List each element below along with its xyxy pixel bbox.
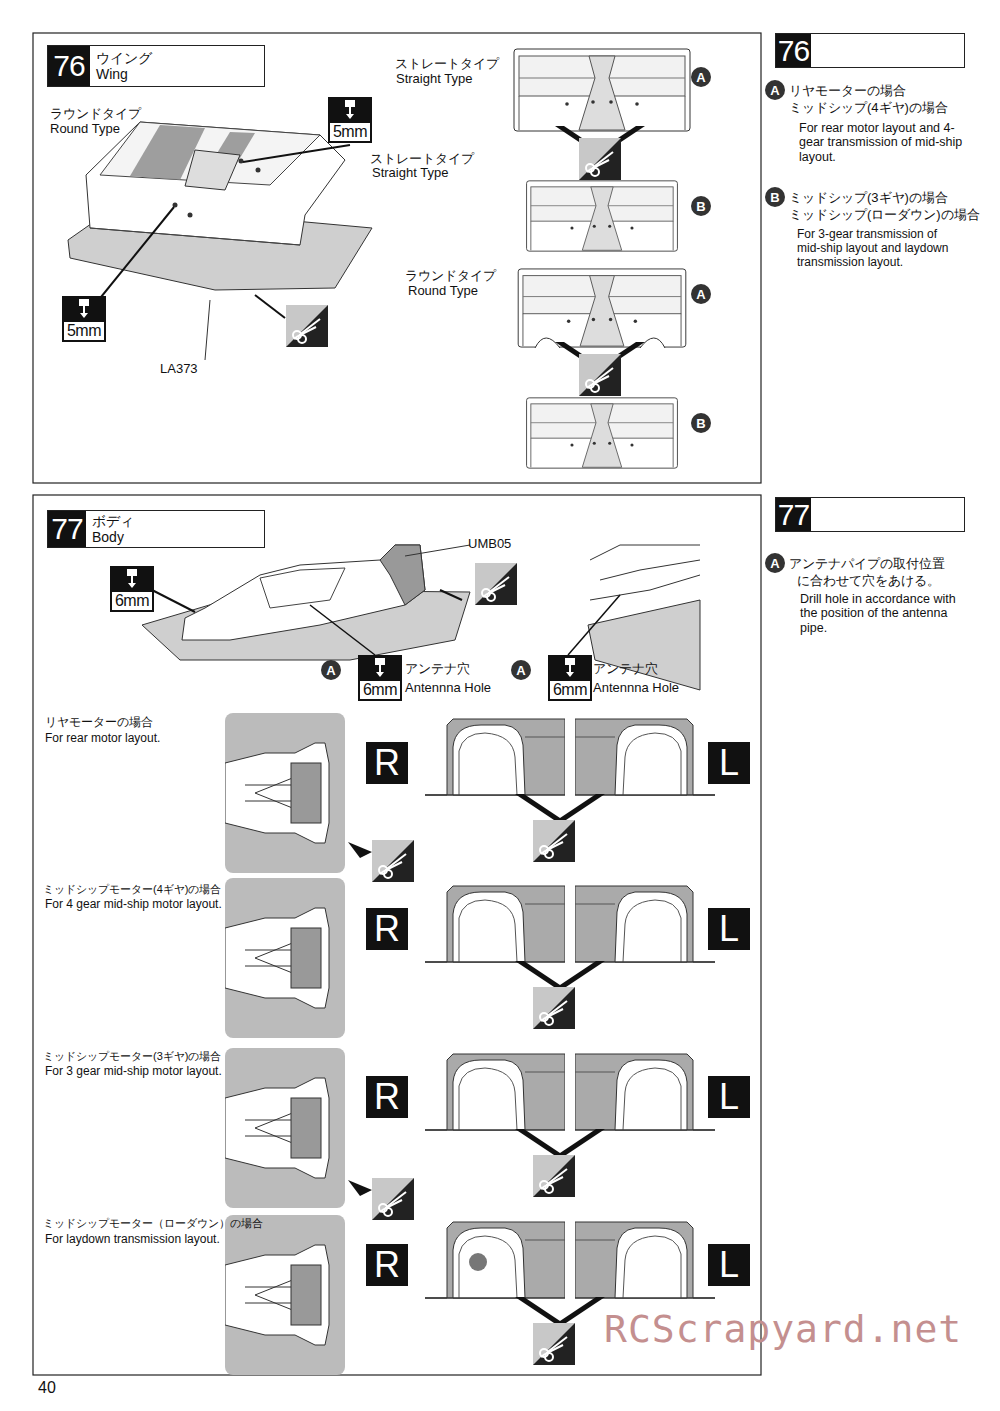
side-marker: L <box>708 742 750 784</box>
annotation: Straight Type <box>372 166 448 181</box>
drill-size: 6mm <box>553 681 587 699</box>
side-marker: R <box>366 908 408 950</box>
side-letter: R <box>374 1244 400 1286</box>
annotation: Antennna Hole <box>405 681 491 696</box>
side-marker: R <box>366 1076 408 1118</box>
annotation: For laydown transmission layout. <box>45 1233 220 1247</box>
option-circle: A <box>321 660 341 680</box>
drill-size: 5mm <box>67 322 101 340</box>
drill-size-box: 5mm <box>62 320 106 342</box>
annotation: リヤモーターの場合 <box>789 84 906 99</box>
step-box: 77 <box>775 497 965 532</box>
annotation: For rear motor layout. <box>45 732 160 746</box>
side-letter: L <box>719 908 739 950</box>
drill-size-box: 5mm <box>328 121 372 143</box>
option-letter: B <box>696 416 705 431</box>
annotation: For 4 gear mid-ship motor layout. <box>45 898 222 912</box>
option-circle: A <box>765 80 785 100</box>
drill-size-box: 6mm <box>548 679 592 701</box>
annotation: ストレートタイプ <box>395 57 499 72</box>
annotation: ミッドシップモーター（ローダウン）の場合 <box>43 1217 263 1230</box>
drill-size: 6mm <box>363 681 397 699</box>
side-letter: L <box>719 1076 739 1118</box>
side-letter: R <box>374 908 400 950</box>
annotation: ラウンドタイプ <box>405 269 496 284</box>
side-marker: R <box>366 1244 408 1286</box>
page-number: 40 <box>38 1379 56 1397</box>
side-marker: L <box>708 1076 750 1118</box>
option-circle: A <box>511 660 531 680</box>
annotation: Round Type <box>408 284 478 299</box>
annotation: For 3 gear mid-ship motor layout. <box>45 1065 222 1079</box>
step-header: 77ボディ Body <box>47 510 265 548</box>
side-letter: L <box>719 742 739 784</box>
option-circle: B <box>691 196 711 216</box>
annotation: Straight Type <box>396 72 472 87</box>
annotation: For rear motor layout and 4-gear transmi… <box>799 121 964 164</box>
option-letter: A <box>770 556 779 571</box>
side-letter: R <box>374 742 400 784</box>
annotation: アンテナ穴 <box>593 662 658 677</box>
drill-size: 6mm <box>115 592 149 610</box>
annotation: ストレートタイプ <box>370 152 474 167</box>
drill-size: 5mm <box>333 123 367 141</box>
option-circle: B <box>691 413 711 433</box>
annotation: アンテナ穴 <box>405 662 470 677</box>
step-number: 76 <box>776 34 811 67</box>
annotation: アンテナパイプの取付位置 <box>789 557 945 572</box>
option-letter: B <box>696 199 705 214</box>
annotation: ラウンドタイプ <box>50 107 141 122</box>
annotation: ミッドシップモーター(4ギヤ)の場合 <box>43 883 221 896</box>
annotation: ミッドシップモーター(3ギヤ)の場合 <box>43 1050 221 1063</box>
side-marker: L <box>708 1244 750 1286</box>
step-box: 76 <box>775 33 965 68</box>
drill-size-box: 6mm <box>110 590 154 612</box>
option-circle: A <box>691 284 711 304</box>
step-title: ボディ Body <box>92 513 162 545</box>
annotation: Antennna Hole <box>593 681 679 696</box>
option-letter: A <box>696 287 705 302</box>
option-circle: A <box>765 553 785 573</box>
annotation: ミッドシップ(4ギヤ)の場合 <box>789 101 948 116</box>
option-letter: B <box>770 190 779 205</box>
side-letter: L <box>719 1244 739 1286</box>
side-marker: L <box>708 908 750 950</box>
step-title: ウイング Wing <box>96 50 166 82</box>
annotation: ミッドシップ(3ギヤ)の場合 <box>789 191 948 206</box>
annotation: Drill hole in accordance with the positi… <box>800 592 965 635</box>
option-circle: B <box>765 187 785 207</box>
annotation: リヤモーターの場合 <box>45 716 153 730</box>
option-letter: A <box>516 663 525 678</box>
annotation: Round Type <box>50 122 120 137</box>
annotation: に合わせて穴をあける。 <box>797 574 940 589</box>
side-letter: R <box>374 1076 400 1118</box>
option-circle: A <box>691 67 711 87</box>
annotation: ミッドシップ(ローダウン)の場合 <box>789 208 980 223</box>
option-letter: A <box>696 70 705 85</box>
option-letter: A <box>326 663 335 678</box>
side-marker: R <box>366 742 408 784</box>
step-number: 77 <box>776 498 811 531</box>
annotation: UMB05 <box>468 537 511 552</box>
watermark: RCScrapyard.net <box>604 1308 962 1352</box>
annotation: For 3-gear transmission of mid-ship layo… <box>797 228 962 269</box>
step-number: 77 <box>48 511 86 547</box>
option-letter: A <box>770 83 779 98</box>
annotation: LA373 <box>160 362 198 377</box>
step-number: 76 <box>48 46 90 86</box>
step-header: 76ウイング Wing <box>47 45 265 87</box>
drill-size-box: 6mm <box>358 679 402 701</box>
